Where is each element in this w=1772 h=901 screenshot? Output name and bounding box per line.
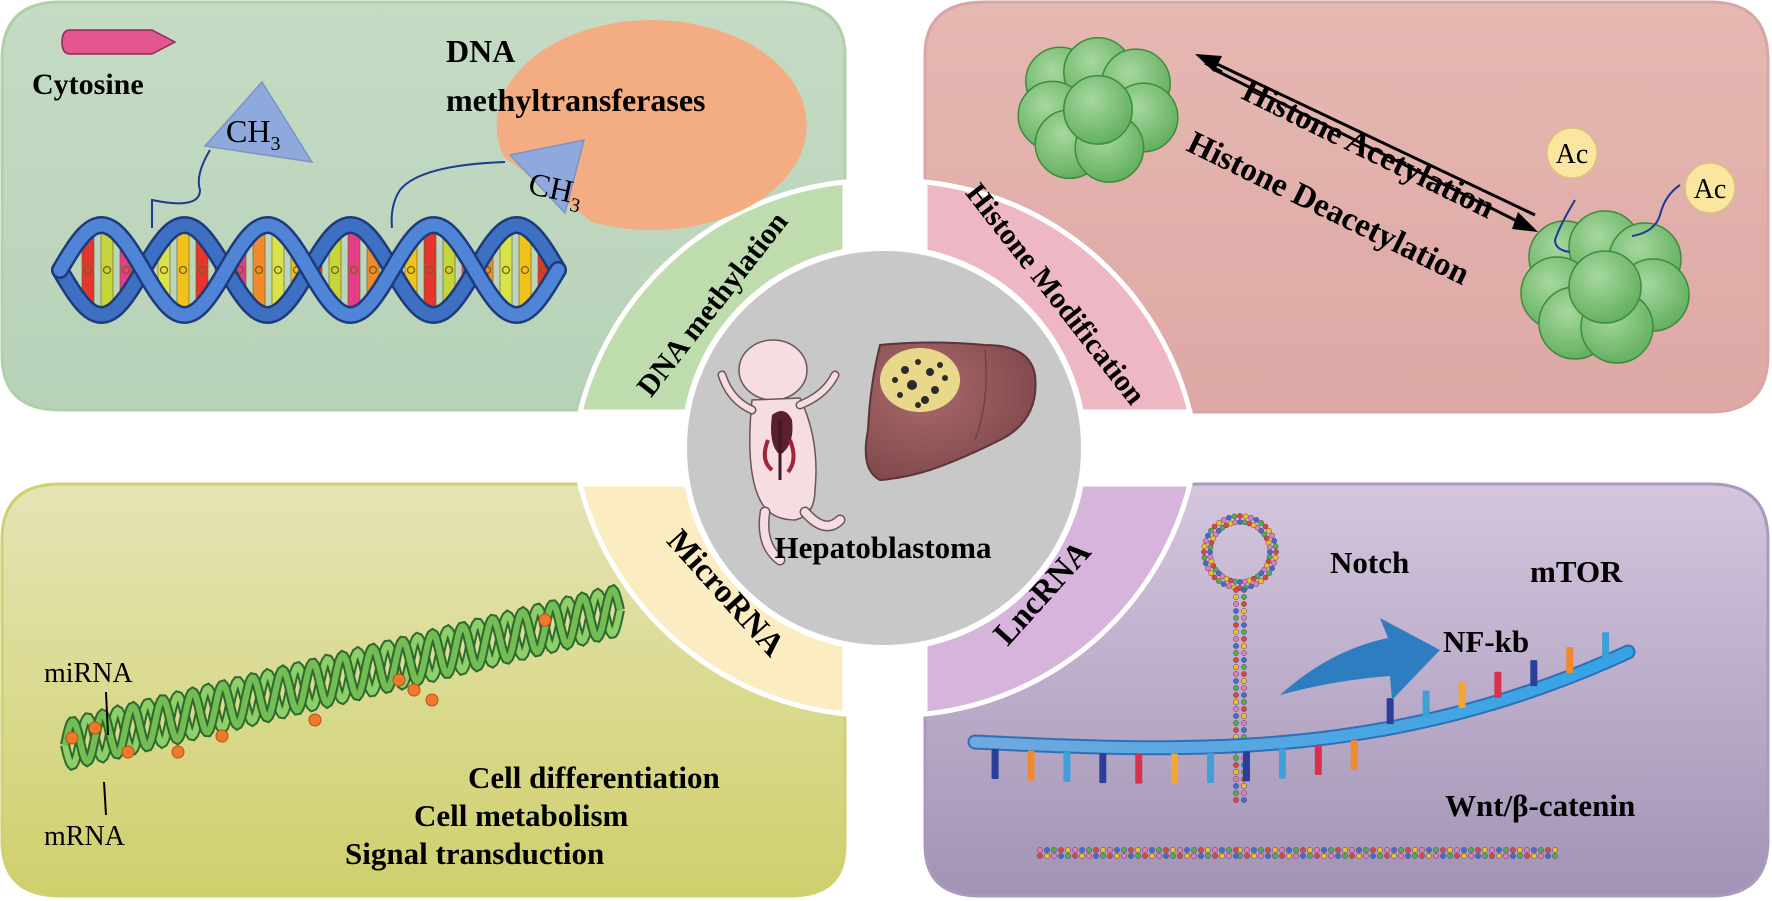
cytosine-label: Cytosine: [32, 68, 144, 101]
methyl-tag-2: [508, 139, 586, 215]
curved-arrow: [1280, 618, 1440, 700]
pathway-nfkb: NF-kb: [1443, 624, 1529, 659]
dna-helix: [51, 215, 567, 325]
mirna-function-1: Cell differentiation: [468, 760, 720, 795]
arrow-deacetylation-head: [1195, 54, 1222, 72]
methyl-label-1-main: CH: [226, 113, 270, 149]
mirna-function-2: Cell metabolism: [414, 798, 629, 833]
pathway-mtor: mTOR: [1530, 554, 1623, 589]
lncrna-strand: [967, 632, 1636, 784]
arrow-deacetylation-line: [1199, 54, 1536, 217]
enzyme-label-line2: methyltransferases: [446, 82, 705, 118]
cytosine-icon: [61, 29, 177, 55]
acetyl-group-1: [1546, 127, 1598, 253]
mirna-label: miRNA: [44, 658, 133, 689]
methyl-label-1: CH3: [226, 113, 280, 155]
mirna-helix: [60, 583, 625, 772]
methyl-label-1-sub: 3: [270, 133, 280, 155]
methyl-tag-1: [203, 80, 314, 163]
enzyme-label-line1: DNA: [446, 33, 515, 69]
acetyl-group-2: [1631, 162, 1736, 237]
pathway-notch: Notch: [1330, 545, 1409, 580]
methyl-label-2-sub: 3: [568, 194, 582, 218]
nucleosome-2: [1520, 210, 1690, 364]
liver-illustration: [864, 341, 1037, 482]
mirna-function-3: Signal transduction: [345, 836, 604, 871]
center-title: Hepatoblastoma: [775, 530, 993, 565]
mrna-label: mRNA: [44, 821, 126, 852]
infant-illustration: [717, 339, 846, 566]
acetyl-label-1: Ac: [1556, 139, 1589, 170]
pathway-wnt: Wnt/β-catenin: [1445, 788, 1635, 823]
nucleosome-1: [1017, 36, 1179, 183]
acetyl-label-2: Ac: [1694, 174, 1727, 205]
